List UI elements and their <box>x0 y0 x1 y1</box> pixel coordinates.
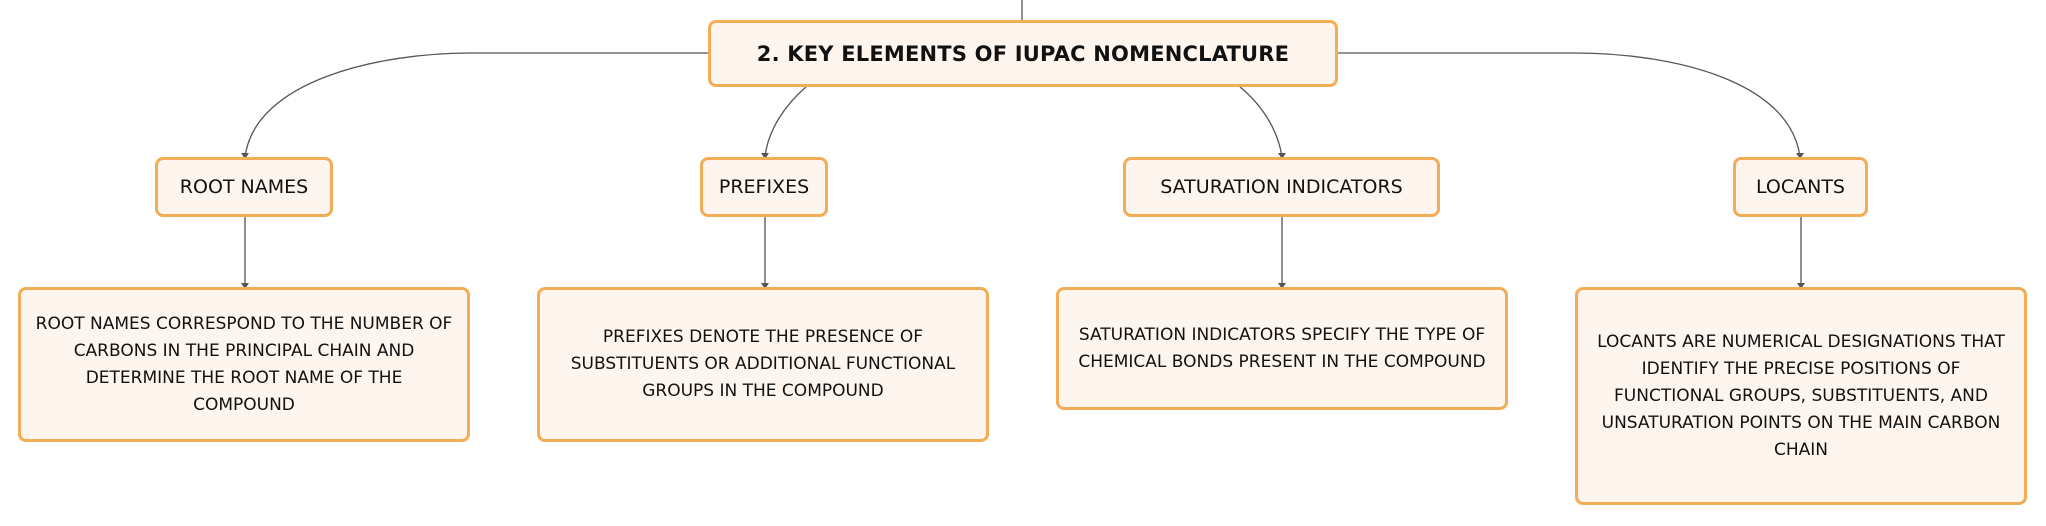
description-node-locants[interactable]: LOCANTS ARE NUMERICAL DESIGNATIONS THAT … <box>1575 287 2027 505</box>
branch-node-saturation-indicators[interactable]: SATURATION INDICATORS <box>1123 157 1440 217</box>
description-text: SATURATION INDICATORS SPECIFY THE TYPE O… <box>1078 324 1486 372</box>
branch-label: LOCANTS <box>1755 176 1845 198</box>
branch-node-prefixes[interactable]: PREFIXES <box>700 157 828 217</box>
root-node-title[interactable]: 2. KEY ELEMENTS OF IUPAC NOMENCLATURE <box>708 20 1338 87</box>
arrow-head <box>1278 283 1286 289</box>
arrow-head <box>761 153 769 159</box>
description-node-saturation-indicators[interactable]: SATURATION INDICATORS SPECIFY THE TYPE O… <box>1056 287 1508 410</box>
arrow-head <box>1278 153 1286 159</box>
connector-root-to-root-names <box>244 52 708 158</box>
description-text: PREFIXES DENOTE THE PRESENCE OF SUBSTITU… <box>570 327 956 401</box>
description-text: ROOT NAMES CORRESPOND TO THE NUMBER OF C… <box>35 313 453 415</box>
description-node-root-names[interactable]: ROOT NAMES CORRESPOND TO THE NUMBER OF C… <box>18 287 470 442</box>
branch-node-root-names[interactable]: ROOT NAMES <box>155 157 333 217</box>
branch-label: PREFIXES <box>718 176 810 198</box>
branch-node-locants[interactable]: LOCANTS <box>1733 157 1868 217</box>
connector-root-to-locants <box>1338 52 1801 158</box>
arrow-head <box>241 283 249 289</box>
branch-label: ROOT NAMES <box>179 176 309 198</box>
description-node-prefixes[interactable]: PREFIXES DENOTE THE PRESENCE OF SUBSTITU… <box>537 287 989 442</box>
arrow-head <box>241 153 249 159</box>
connector-root-to-saturation <box>1239 86 1283 158</box>
description-text: LOCANTS ARE NUMERICAL DESIGNATIONS THAT … <box>1597 331 2005 460</box>
arrow-head <box>1797 283 1805 289</box>
connector-root-to-prefixes <box>764 86 807 158</box>
arrow-head <box>1796 153 1804 159</box>
root-node-label: 2. KEY ELEMENTS OF IUPAC NOMENCLATURE <box>756 41 1290 66</box>
branch-label: SATURATION INDICATORS <box>1160 176 1403 198</box>
arrow-head <box>761 283 769 289</box>
